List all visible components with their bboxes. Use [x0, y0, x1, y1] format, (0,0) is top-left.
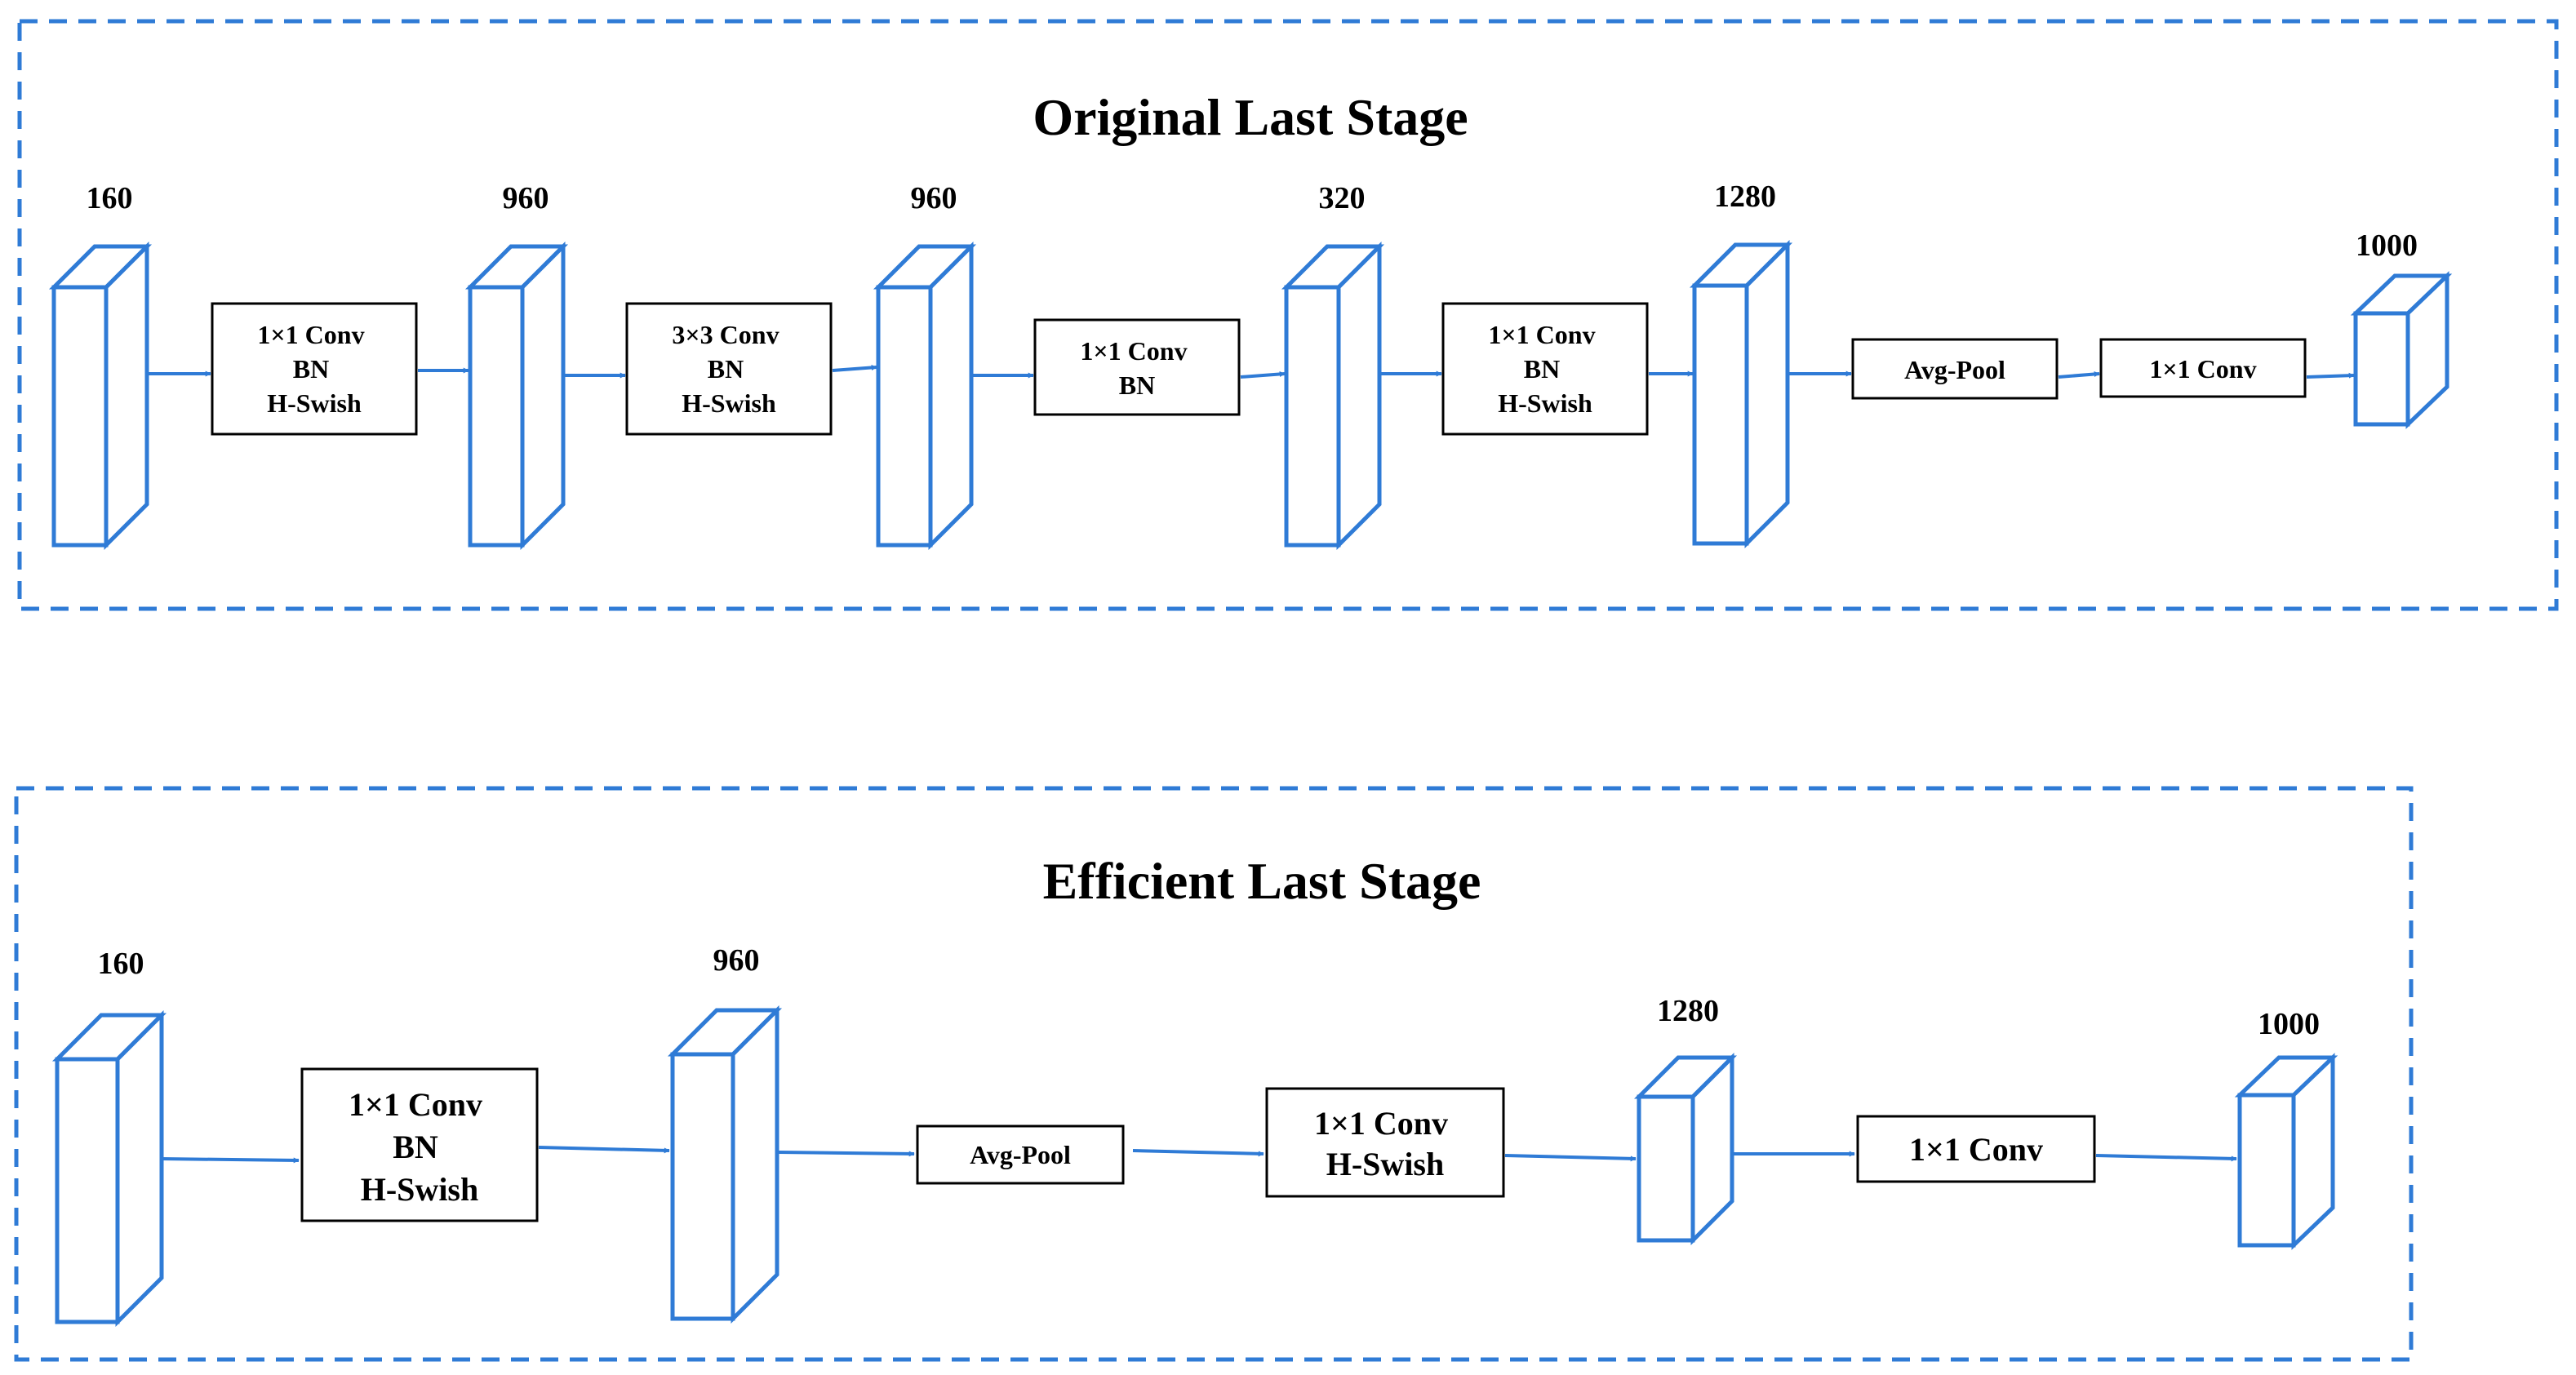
top-dim-label-5: 1280: [1714, 180, 1776, 214]
top-op-2-line-3: H-Swish: [682, 388, 776, 418]
top-dim-label-4: 320: [1319, 181, 1366, 215]
bottom-op-1-line-3: H-Swish: [361, 1171, 479, 1208]
original-stage-frame: [17, 19, 2559, 611]
top-op-1-line-2: BN: [293, 354, 329, 384]
top-op-box-6: 1×1 Conv: [2099, 338, 2307, 398]
top-feature-block-2: [464, 241, 569, 551]
bottom-arrows: [159, 1146, 2237, 1164]
top-op-4-line-2: BN: [1524, 354, 1560, 384]
efficient-stage-frame: [14, 786, 2414, 1362]
top-op-3-line-2: BN: [1119, 370, 1155, 400]
top-dim-label-2: 960: [503, 181, 549, 215]
svg-text:1×1 Conv BN H-: 1×1 Conv BN H-Swish: [349, 1086, 491, 1208]
original-stage-panel: Original Last Stage 160 960 960 320 1280…: [17, 19, 2559, 611]
top-arrows: [149, 364, 2355, 379]
top-dim-label-6: 1000: [2356, 228, 2418, 263]
bottom-arrow-3: [778, 1151, 915, 1157]
bottom-arrow-1: [159, 1157, 300, 1164]
original-stage-title: Original Last Stage: [1033, 88, 1468, 146]
svg-text:1×1 Conv: 1×1 Conv: [1909, 1131, 2043, 1168]
bottom-op-box-1: 1×1 Conv BN H-Swish: [300, 1067, 539, 1222]
svg-text:Avg-Pool: Avg-Pool: [1904, 355, 2005, 384]
svg-text:3×3 Conv BN H-: 3×3 Conv BN H-Swish: [672, 320, 785, 418]
bottom-arrow-7: [2095, 1154, 2237, 1162]
svg-text:1×1 Conv H-Swish: 1×1 Conv H-Swish: [1314, 1105, 1456, 1182]
bottom-op-1-line-1: 1×1 Conv: [349, 1086, 482, 1123]
bottom-op-box-4: 1×1 Conv: [1856, 1115, 2096, 1183]
top-arrow-6: [1240, 370, 1286, 379]
top-feature-block-5: [1689, 239, 1793, 549]
bottom-dim-label-4: 1000: [2258, 1007, 2320, 1041]
top-arrow-11: [2306, 372, 2355, 379]
top-op-2-line-2: BN: [708, 354, 744, 384]
top-feature-block-4: [1281, 241, 1385, 551]
top-op-box-5: Avg-Pool: [1851, 338, 2059, 400]
bottom-op-1-line-2: BN: [393, 1129, 438, 1165]
bottom-feature-block-1: [51, 1009, 167, 1328]
top-op-1-line-1: 1×1 Conv: [257, 320, 364, 349]
bottom-op-3-line-2: H-Swish: [1326, 1146, 1445, 1182]
top-arrow-4: [832, 364, 877, 372]
top-op-2-line-1: 3×3 Conv: [672, 320, 779, 349]
efficient-stage-panel: Efficient Last Stage 160 960 1280 1000: [14, 786, 2414, 1362]
svg-text:1×1 Conv: 1×1 Conv: [2149, 354, 2256, 384]
efficient-stage-title: Efficient Last Stage: [1043, 852, 1481, 910]
top-op-5-line-1: Avg-Pool: [1904, 355, 2005, 384]
top-op-box-2: 3×3 Conv BN H-Swish: [625, 302, 833, 436]
bottom-arrow-5: [1504, 1154, 1637, 1162]
bottom-arrow-4: [1132, 1149, 1264, 1157]
top-op-1-line-3: H-Swish: [267, 388, 362, 418]
top-op-box-1: 1×1 Conv BN H-Swish: [211, 302, 418, 436]
svg-text:1×1 Conv BN: 1×1 Conv BN: [1080, 336, 1193, 400]
top-op-box-3: 1×1 Conv BN: [1033, 318, 1241, 416]
svg-text:Avg-Pool: Avg-Pool: [970, 1140, 1071, 1169]
top-feature-block-1: [48, 241, 153, 551]
top-op-6-line-1: 1×1 Conv: [2149, 354, 2256, 384]
bottom-dim-label-1: 160: [98, 947, 144, 981]
top-op-box-4: 1×1 Conv BN H-Swish: [1441, 302, 1649, 436]
bottom-op-box-3: 1×1 Conv H-Swish: [1265, 1087, 1505, 1198]
top-feature-block-6: [2350, 271, 2453, 429]
top-op-4-line-3: H-Swish: [1498, 388, 1592, 418]
bottom-dim-label-3: 1280: [1657, 994, 1719, 1028]
top-op-4-line-1: 1×1 Conv: [1488, 320, 1595, 349]
bottom-feature-block-3: [1633, 1052, 1738, 1246]
bottom-feature-block-2: [667, 1005, 783, 1324]
bottom-op-box-2: Avg-Pool: [916, 1124, 1125, 1185]
svg-text:1×1 Conv BN H-: 1×1 Conv BN H-Swish: [257, 320, 371, 418]
bottom-arrow-2: [538, 1146, 670, 1154]
top-dim-label-3: 960: [911, 181, 957, 215]
top-arrow-10: [2058, 371, 2100, 379]
top-feature-block-3: [873, 241, 977, 551]
bottom-op-3-line-1: 1×1 Conv: [1314, 1105, 1448, 1142]
top-dim-label-1: 160: [87, 181, 133, 215]
top-op-3-line-1: 1×1 Conv: [1080, 336, 1187, 366]
bottom-op-4-line-1: 1×1 Conv: [1909, 1131, 2043, 1168]
bottom-feature-block-4: [2234, 1053, 2338, 1250]
svg-text:1×1 Conv BN H-: 1×1 Conv BN H-Swish: [1488, 320, 1601, 418]
bottom-dim-label-2: 960: [713, 943, 760, 978]
bottom-op-2-line-1: Avg-Pool: [970, 1140, 1071, 1169]
